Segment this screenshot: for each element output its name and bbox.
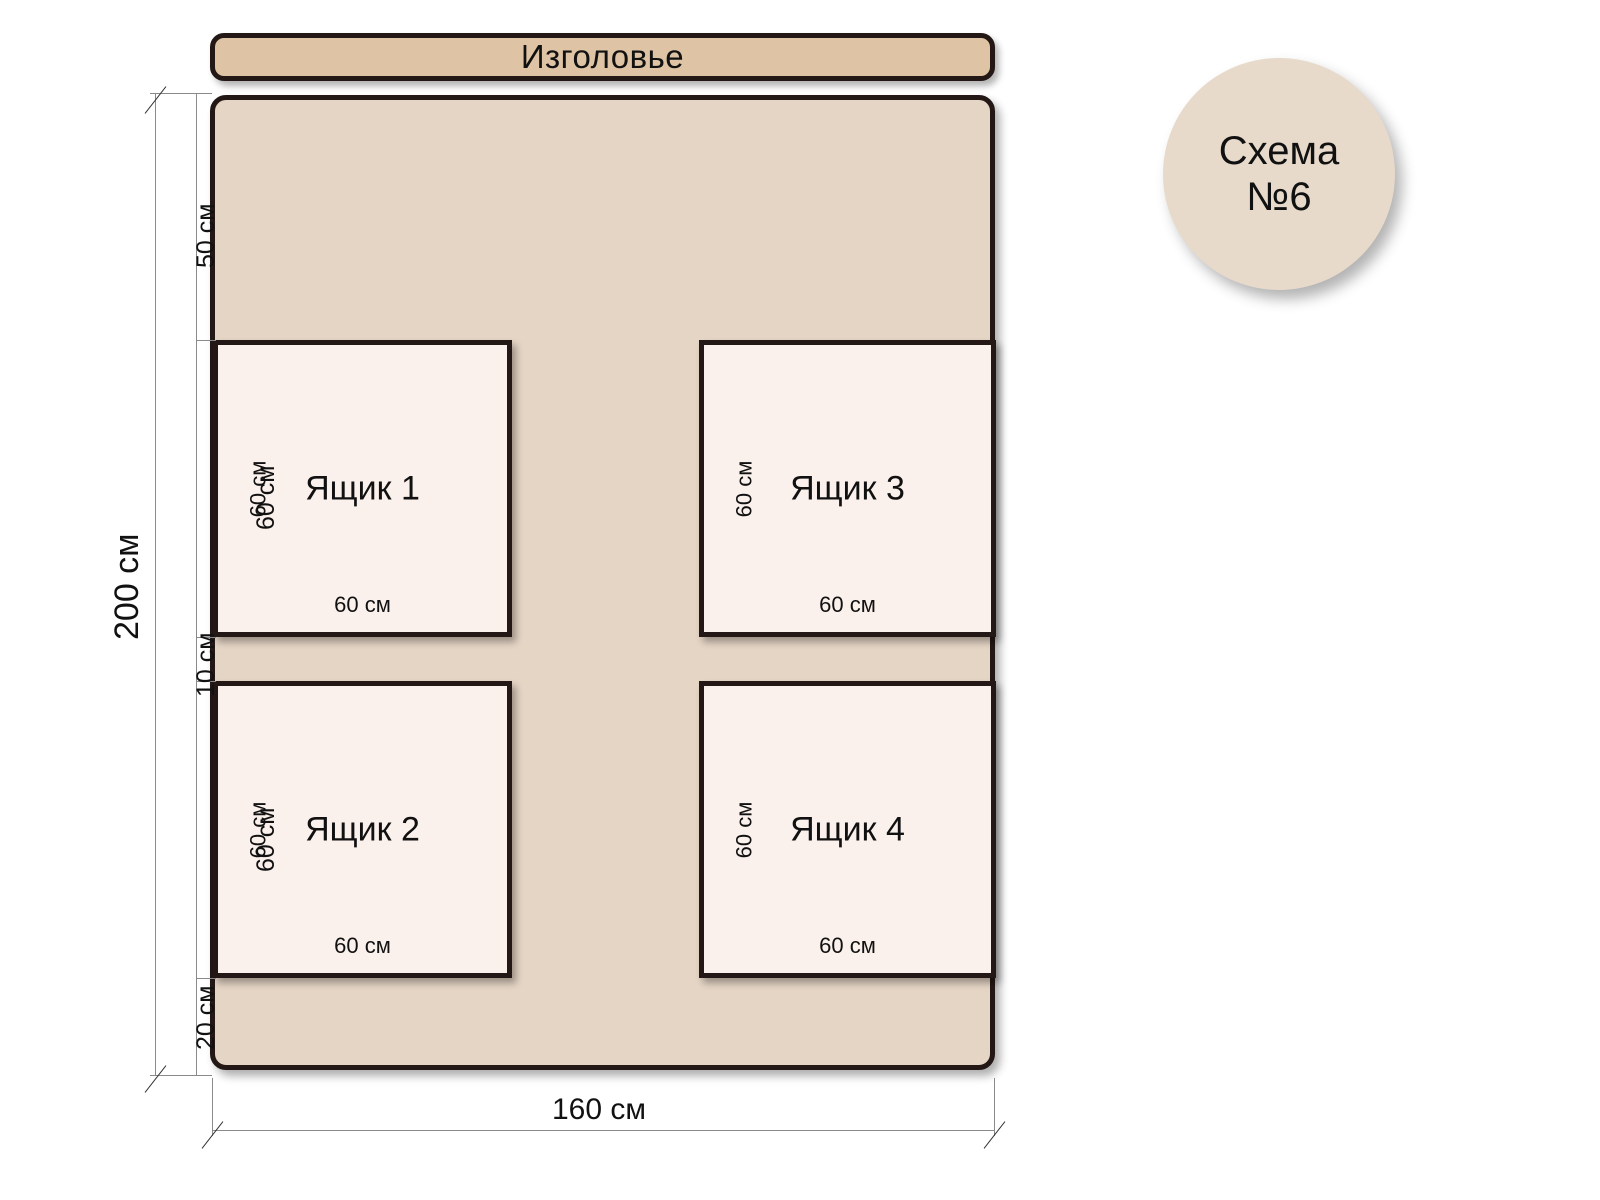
inner-dimension-axis: [196, 93, 197, 1075]
total-width-label: 160 см: [552, 1093, 647, 1126]
drawer-3-width-label: 60 см: [819, 592, 876, 617]
drawer-2-title: Ящик 2: [305, 810, 420, 848]
drawer-3-title: Ящик 3: [790, 469, 905, 507]
headboard-label: Изголовье: [520, 38, 685, 75]
dim-top-gap-label: 50 см: [192, 203, 220, 268]
drawer-3[interactable]: 60 см Ящик 3 60 см: [699, 340, 996, 637]
leader-bottom: [150, 1075, 212, 1076]
total-height-axis: [155, 93, 156, 1075]
dim-bottom-gap-label: 20 см: [192, 985, 220, 1050]
dim-drawer-row-1-label: 60 см: [252, 465, 280, 530]
total-width-axis: [212, 1130, 995, 1131]
scheme-badge: Схема №6: [1163, 58, 1395, 290]
total-height-label: 200 см: [108, 533, 146, 640]
scheme-badge-line-1: Схема: [1218, 129, 1340, 173]
leader-60b: [196, 978, 216, 979]
headboard-bar: Изголовье: [210, 33, 995, 81]
leader-10: [196, 681, 216, 682]
drawer-2[interactable]: 60 см Ящик 2 60 см: [213, 681, 512, 978]
leader-60a: [196, 637, 216, 638]
drawer-4[interactable]: 60 см Ящик 4 60 см: [699, 681, 996, 978]
drawer-4-title: Ящик 4: [790, 810, 905, 848]
dim-drawer-row-2-label: 60 см: [252, 807, 280, 872]
drawer-1[interactable]: 60 см Ящик 1 60 см: [213, 340, 512, 637]
leader-top: [150, 93, 212, 94]
scheme-badge-line-2: №6: [1246, 175, 1312, 219]
drawer-1-width-label: 60 см: [334, 592, 391, 617]
dim-middle-gap-label: 10 см: [192, 632, 220, 697]
drawer-1-title: Ящик 1: [305, 469, 420, 507]
leader-50: [196, 340, 216, 341]
drawer-2-width-label: 60 см: [334, 933, 391, 958]
width-extension-left: [212, 1078, 213, 1136]
drawer-4-width-label: 60 см: [819, 933, 876, 958]
width-extension-right: [994, 1078, 995, 1136]
